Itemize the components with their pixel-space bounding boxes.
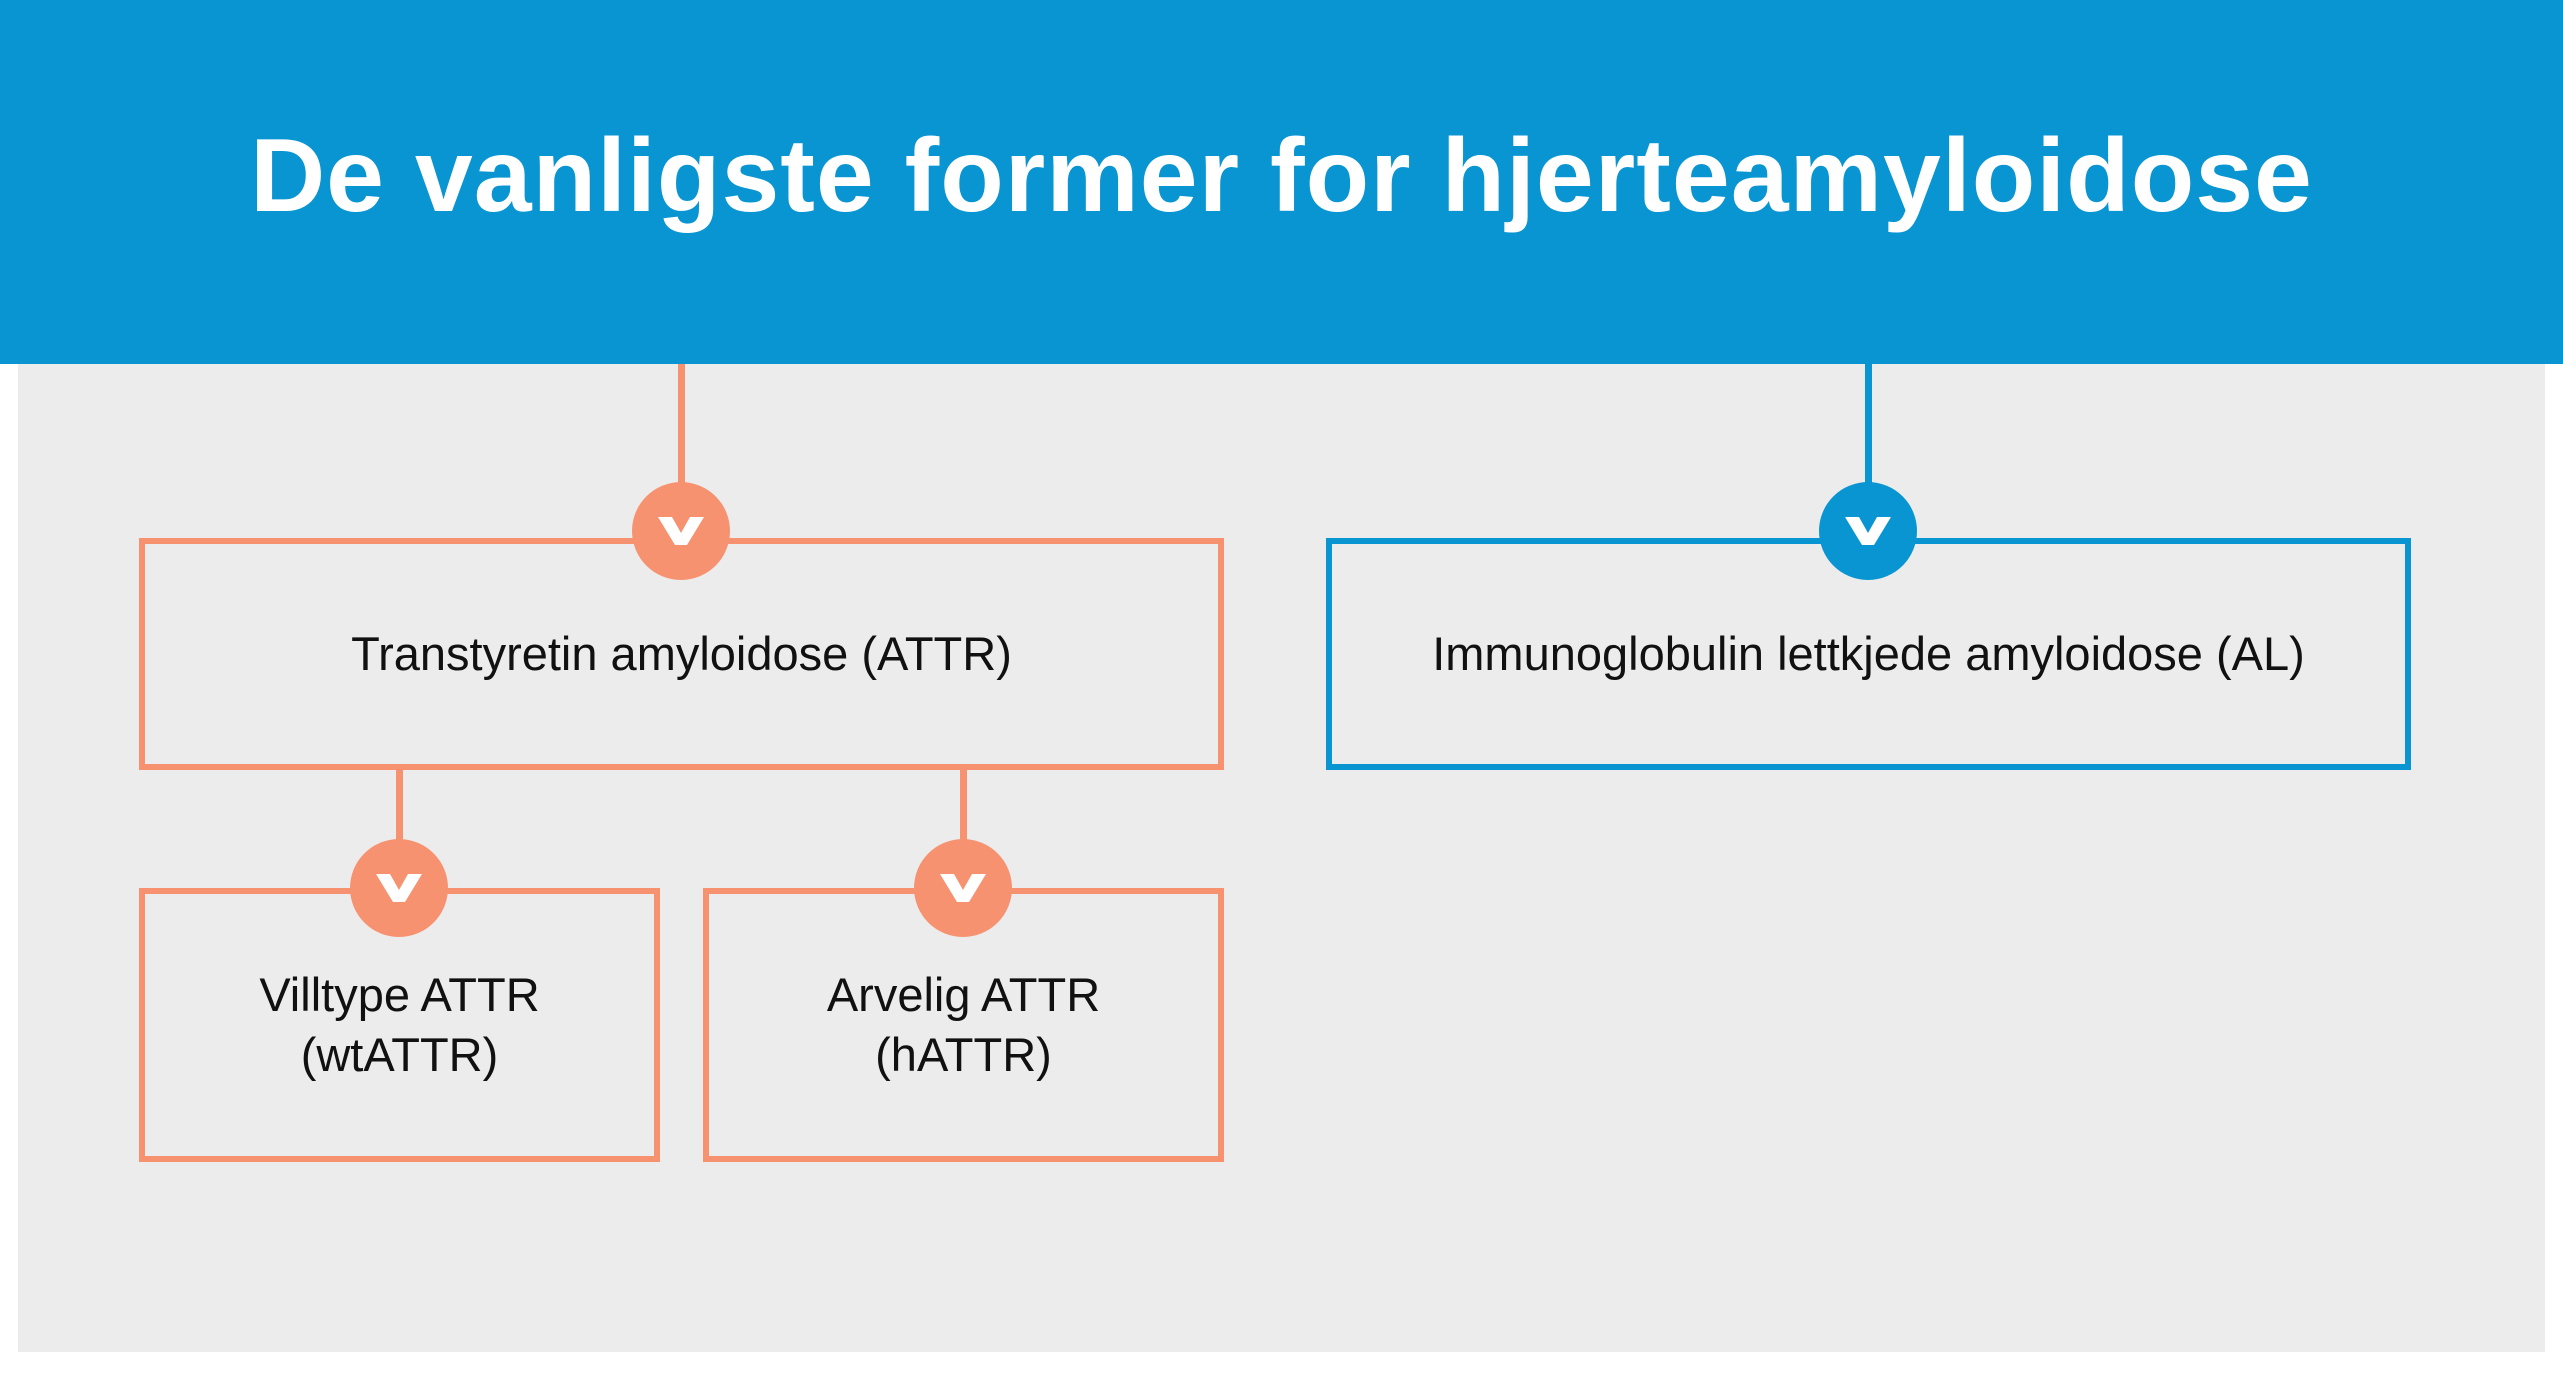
connector-line-wtattr [396,765,403,890]
node-al-label: Immunoglobulin lettkjede amyloidose (AL) [1432,627,2305,680]
connector-line-hattr [960,765,967,890]
chevron-down-icon [914,839,1012,937]
node-hattr-line1: Arvelig ATTR [826,968,1101,1021]
diagram-panel [18,350,2545,1352]
node-hattr: Arvelig ATTR (hATTR) [703,888,1224,1162]
node-attr-label: Transtyretin amyloidose (ATTR) [351,627,1012,680]
chevron-down-icon [1819,482,1917,580]
node-wtattr-line2: (wtATTR) [300,1028,499,1081]
node-hattr-text: Arvelig ATTR (hATTR) [827,965,1100,1085]
page-title: De vanligste former for hjerteamyloidose [250,117,2313,234]
node-wtattr-text: Villtype ATTR (wtATTR) [259,965,539,1085]
connector-line-al [1865,364,1872,539]
title-banner: De vanligste former for hjerteamyloidose [0,0,2563,364]
chevron-down-icon [632,482,730,580]
node-wtattr-line1: Villtype ATTR [259,968,540,1021]
node-hattr-line2: (hATTR) [875,1028,1052,1081]
chevron-down-icon [350,839,448,937]
connector-line-attr [678,364,685,539]
